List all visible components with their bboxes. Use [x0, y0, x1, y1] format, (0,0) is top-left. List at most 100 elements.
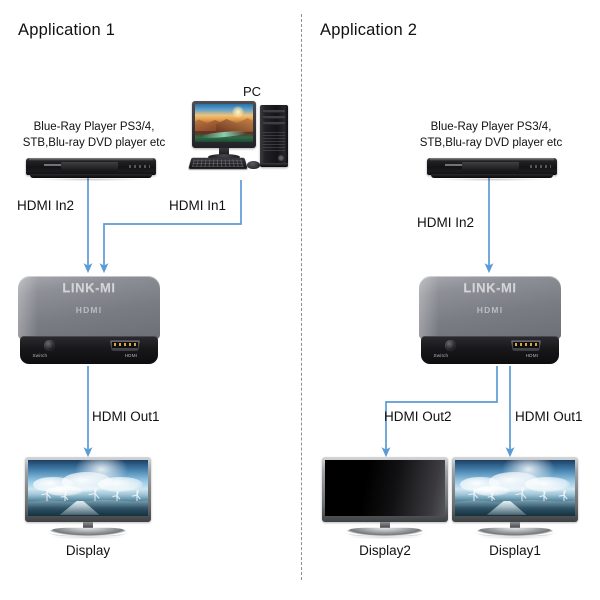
app1-hdmi-in1-label: HDMI In1: [169, 198, 227, 213]
pc-tower: [260, 105, 288, 167]
pc-keyboard-keys: [191, 159, 245, 168]
wire-app1-in1: [99, 180, 242, 274]
pc-tower-vent-mesh: [263, 129, 285, 151]
display-stand: [46, 527, 130, 537]
app2-bluray-player[interactable]: [427, 152, 557, 182]
app1-desktop-pc[interactable]: [188, 101, 292, 173]
pc-screen-sun: [232, 106, 245, 119]
splitter-hdmi-port-pins: [114, 343, 136, 347]
pc-tower-base: [260, 163, 288, 167]
pc-tower-bay-1: [263, 109, 285, 113]
pc-tower-bay-2: [263, 116, 285, 120]
display-wind-turbine: [60, 491, 70, 502]
display-cloud: [474, 485, 511, 497]
display-cloud: [97, 476, 144, 492]
pc-power-button[interactable]: [278, 154, 285, 161]
app1-display-label: Display: [65, 543, 111, 558]
splitter-hdmi-port-label: HDMI: [525, 353, 539, 359]
display-bezel: [322, 457, 448, 523]
app2-hdmi-in2-label: HDMI In2: [417, 215, 475, 230]
splitter-hdmi-port-label: HDMI: [124, 353, 138, 359]
bluray-shadow: [33, 178, 149, 181]
display-wind-turbine: [468, 488, 480, 501]
app1-hdmi-out1-label: HDMI Out1: [92, 409, 160, 424]
display-wind-turbine: [131, 489, 142, 502]
display-screen: [455, 460, 575, 517]
app1-title: Application 1: [18, 21, 116, 39]
pc-monitor-screen: [195, 104, 253, 142]
panel-divider: [301, 14, 302, 580]
display-stand-shadow: [477, 535, 553, 540]
bluray-vent-dots: [128, 165, 150, 168]
wire-app2-out2: [381, 366, 498, 458]
display-stand: [473, 527, 557, 537]
splitter-front-panel: Switch HDMI: [421, 335, 559, 364]
app2-bluray-label-line1: Blue-Ray Player PS3/4,: [430, 121, 552, 133]
splitter-switch-button[interactable]: [43, 339, 55, 351]
pc-monitor: [192, 101, 256, 148]
app1-bluray-player[interactable]: [26, 152, 156, 182]
splitter-front-panel: Switch HDMI: [20, 335, 158, 364]
app2-display1[interactable]: [452, 457, 578, 542]
display-wind-turbine: [112, 491, 122, 502]
splitter-switch-label: Switch: [433, 353, 449, 359]
bluray-brand-mark: [445, 164, 466, 166]
app2-linkmi-splitter[interactable]: LINK-MI HDMI Switch HDMI: [419, 276, 561, 364]
app1-bluray-label: Blue-Ray Player PS3/4, STB,Blu-ray DVD p…: [6, 120, 182, 151]
display-stand-shadow: [347, 535, 423, 540]
splitter-switch-label: Switch: [32, 353, 48, 359]
bluray-highlight: [28, 158, 154, 161]
bluray-body: [427, 158, 557, 175]
bluray-brand-mark: [44, 164, 65, 166]
display-wind-turbine: [88, 486, 101, 501]
app1-display[interactable]: [25, 457, 151, 542]
display-wind-turbine: [558, 489, 569, 502]
display-cloud: [47, 485, 84, 497]
app2-display2[interactable]: [322, 457, 448, 542]
pc-screen-river: [200, 130, 248, 140]
splitter-shell: LINK-MI HDMI: [419, 276, 561, 340]
app2-bluray-label: Blue-Ray Player PS3/4, STB,Blu-ray DVD p…: [403, 120, 579, 151]
app1-pc-label: PC: [243, 84, 262, 99]
display-cloud: [524, 476, 571, 492]
splitter-hdmi-port: [109, 340, 140, 352]
pc-tower-bay-3: [263, 122, 285, 126]
display-stand: [343, 527, 427, 537]
splitter-hdmi-mark: HDMI: [75, 305, 103, 316]
app1-hdmi-in2-label: HDMI In2: [17, 198, 75, 213]
pc-keyboard: [188, 157, 248, 169]
pc-monitor-neck: [219, 148, 229, 155]
display-neck: [82, 522, 94, 528]
display-screen: [28, 460, 148, 517]
app2-display2-label: Display2: [359, 543, 411, 558]
pc-monitor-foot: [208, 154, 240, 160]
display-wind-turbine: [515, 486, 528, 501]
bluray-disc-tray: [61, 162, 119, 172]
app2-hdmi-out1-label: HDMI Out1: [515, 409, 583, 424]
splitter-hdmi-port-pins: [515, 343, 537, 347]
bluray-shadow: [434, 178, 550, 181]
app2-title: Application 2: [320, 21, 418, 39]
app2-bluray-label-line2: STB,Blu-ray DVD player etc: [419, 136, 563, 149]
pc-mouse: [247, 161, 260, 169]
splitter-shell: LINK-MI HDMI: [18, 276, 160, 340]
app1-bluray-label-line1: Blue-Ray Player PS3/4,: [33, 121, 155, 133]
splitter-brand-logo: LINK-MI: [463, 279, 517, 295]
pc-screen-canyon-ridge-2: [215, 118, 253, 132]
bluray-disc-tray: [462, 162, 520, 172]
bluray-base: [430, 174, 554, 178]
display-wind-turbine: [487, 491, 497, 502]
bluray-body: [26, 158, 156, 175]
display-wind-turbine: [539, 491, 549, 502]
bluray-base: [29, 174, 153, 178]
display-bezel: [25, 457, 151, 523]
splitter-switch-button[interactable]: [444, 339, 456, 351]
app1-linkmi-splitter[interactable]: LINK-MI HDMI Switch HDMI: [18, 276, 160, 364]
app2-hdmi-out2-label: HDMI Out2: [384, 409, 452, 424]
display-stand-shadow: [50, 535, 126, 540]
bluray-vent-dots: [529, 165, 551, 168]
splitter-hdmi-port: [510, 340, 541, 352]
display-neck: [379, 522, 391, 528]
